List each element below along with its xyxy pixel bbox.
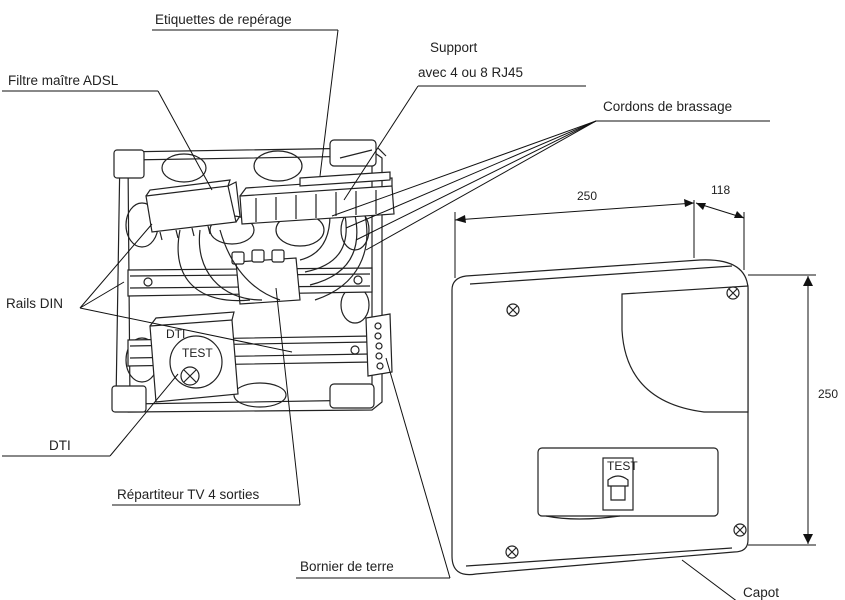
- labels: Etiquettes de repérage Support avec 4 ou…: [6, 12, 779, 600]
- label-dti: DTI: [49, 438, 71, 453]
- label-filtre: Filtre maître ADSL: [8, 73, 119, 88]
- dimension-depth: 118: [711, 183, 730, 197]
- dti-plate-text: DTI: [166, 327, 185, 341]
- cover-enclosure: TEST: [451, 259, 749, 576]
- leader-lines: [2, 29, 770, 600]
- label-capot: Capot: [743, 585, 779, 600]
- label-repartiteur: Répartiteur TV 4 sorties: [117, 487, 260, 502]
- label-cordons: Cordons de brassage: [603, 99, 732, 114]
- label-support-line2: avec 4 ou 8 RJ45: [418, 65, 523, 80]
- open-enclosure: DTI TEST: [111, 139, 395, 413]
- label-bornier: Bornier de terre: [300, 559, 394, 574]
- label-rails: Rails DIN: [6, 296, 63, 311]
- label-support-line1: Support: [430, 40, 478, 55]
- dimension-height: 250: [818, 387, 838, 401]
- dimension-lines: 250 118 250: [454, 183, 838, 546]
- dti-test-text: TEST: [182, 346, 213, 360]
- dimension-width: 250: [577, 189, 597, 203]
- label-etiquettes: Etiquettes de repérage: [155, 12, 292, 27]
- cover-test-text: TEST: [607, 459, 638, 473]
